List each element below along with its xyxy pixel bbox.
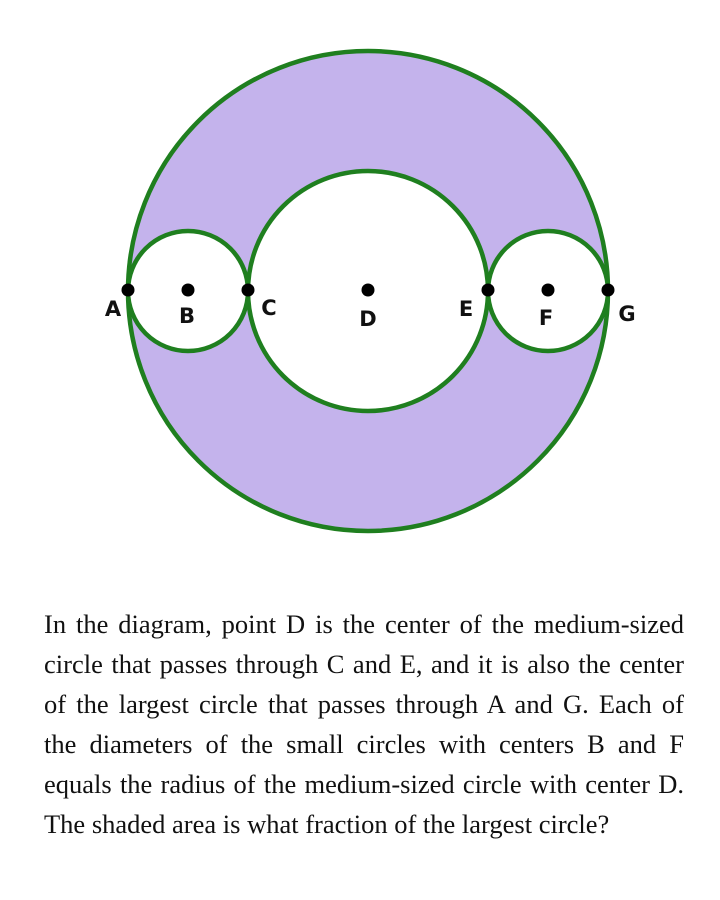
label-a: A — [105, 297, 122, 321]
point-c — [241, 283, 255, 297]
label-f: F — [539, 306, 553, 330]
label-d: D — [359, 307, 376, 331]
point-d — [361, 283, 375, 297]
point-a — [121, 283, 135, 297]
point-f — [541, 283, 555, 297]
point-g — [601, 283, 615, 297]
label-b: B — [179, 304, 195, 328]
problem-text: In the diagram, point D is the center of… — [44, 609, 684, 839]
circles-diagram: A B C D E F G — [105, 48, 636, 534]
points — [121, 283, 615, 297]
label-g: G — [618, 302, 635, 326]
point-e — [481, 283, 495, 297]
label-c: C — [261, 296, 276, 320]
point-b — [181, 283, 195, 297]
label-e: E — [459, 297, 473, 321]
